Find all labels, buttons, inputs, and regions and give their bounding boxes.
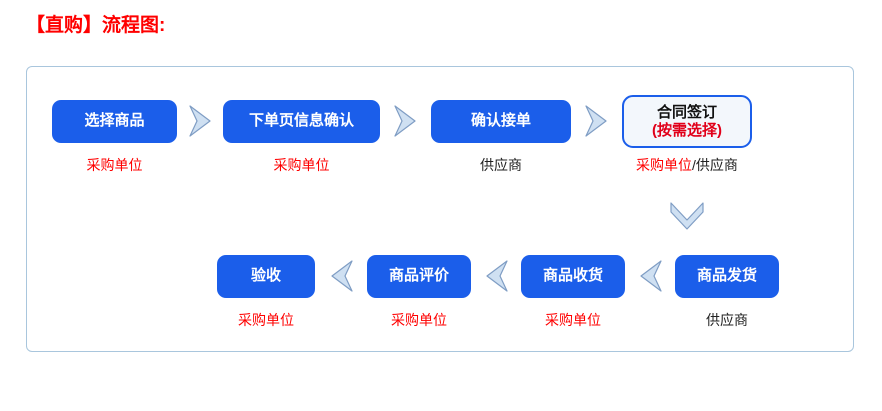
node-order-page-confirm-label: 下单页信息确认 (248, 112, 354, 130)
node-product-receive[interactable]: 商品收货 (521, 255, 625, 298)
caption-acceptance-text: 采购单位 (238, 312, 294, 328)
node-confirm-accept-order-label: 确认接单 (470, 112, 531, 130)
node-product-review[interactable]: 商品评价 (367, 255, 471, 298)
caption-order-page-confirm: 采购单位 (223, 155, 380, 175)
node-confirm-accept-order[interactable]: 确认接单 (431, 100, 571, 143)
caption-product-receive: 采购单位 (521, 310, 625, 330)
node-contract-signing[interactable]: 合同签订 (按需选择) (622, 95, 752, 148)
caption-select-product: 采购单位 (52, 155, 177, 175)
node-contract-signing-sublabel: (按需选择) (652, 121, 722, 139)
chevron-down-icon (665, 198, 709, 232)
caption-select-product-text: 采购单位 (86, 157, 143, 173)
chevron-left-icon-3 (633, 256, 667, 296)
node-product-review-label: 商品评价 (388, 267, 449, 285)
chevron-right-icon-2 (389, 101, 423, 141)
node-acceptance-label: 验收 (250, 267, 281, 285)
node-acceptance[interactable]: 验收 (217, 255, 315, 298)
node-product-receive-label: 商品收货 (542, 267, 603, 285)
chevron-right-icon-3 (580, 101, 614, 141)
caption-product-receive-text: 采购单位 (545, 312, 601, 328)
caption-confirm-accept-order-text: 供应商 (480, 157, 522, 173)
node-select-product[interactable]: 选择商品 (52, 100, 177, 143)
caption-acceptance: 采购单位 (217, 310, 315, 330)
caption-product-ship: 供应商 (675, 310, 779, 330)
node-select-product-label: 选择商品 (84, 112, 145, 130)
node-order-page-confirm[interactable]: 下单页信息确认 (223, 100, 380, 143)
flowchart-panel: 选择商品 采购单位 下单页信息确认 采购单位 确认接单 供应商 (26, 66, 854, 352)
chevron-right-icon-1 (184, 101, 218, 141)
chevron-left-icon-2 (479, 256, 513, 296)
caption-contract-signing-text: 采购单位 (636, 157, 693, 173)
chevron-left-icon-1 (324, 256, 358, 296)
caption-contract-signing-suffix: /供应商 (692, 157, 738, 173)
caption-product-ship-text: 供应商 (706, 312, 748, 328)
caption-product-review-text: 采购单位 (391, 312, 447, 328)
caption-order-page-confirm-text: 采购单位 (273, 157, 330, 173)
caption-product-review: 采购单位 (367, 310, 471, 330)
node-contract-signing-label: 合同签订 (656, 103, 717, 121)
caption-confirm-accept-order: 供应商 (431, 155, 571, 175)
node-product-ship-label: 商品发货 (696, 267, 757, 285)
caption-contract-signing: 采购单位/供应商 (609, 155, 765, 175)
node-product-ship[interactable]: 商品发货 (675, 255, 779, 298)
page-title: 【直购】流程图: (26, 15, 166, 36)
